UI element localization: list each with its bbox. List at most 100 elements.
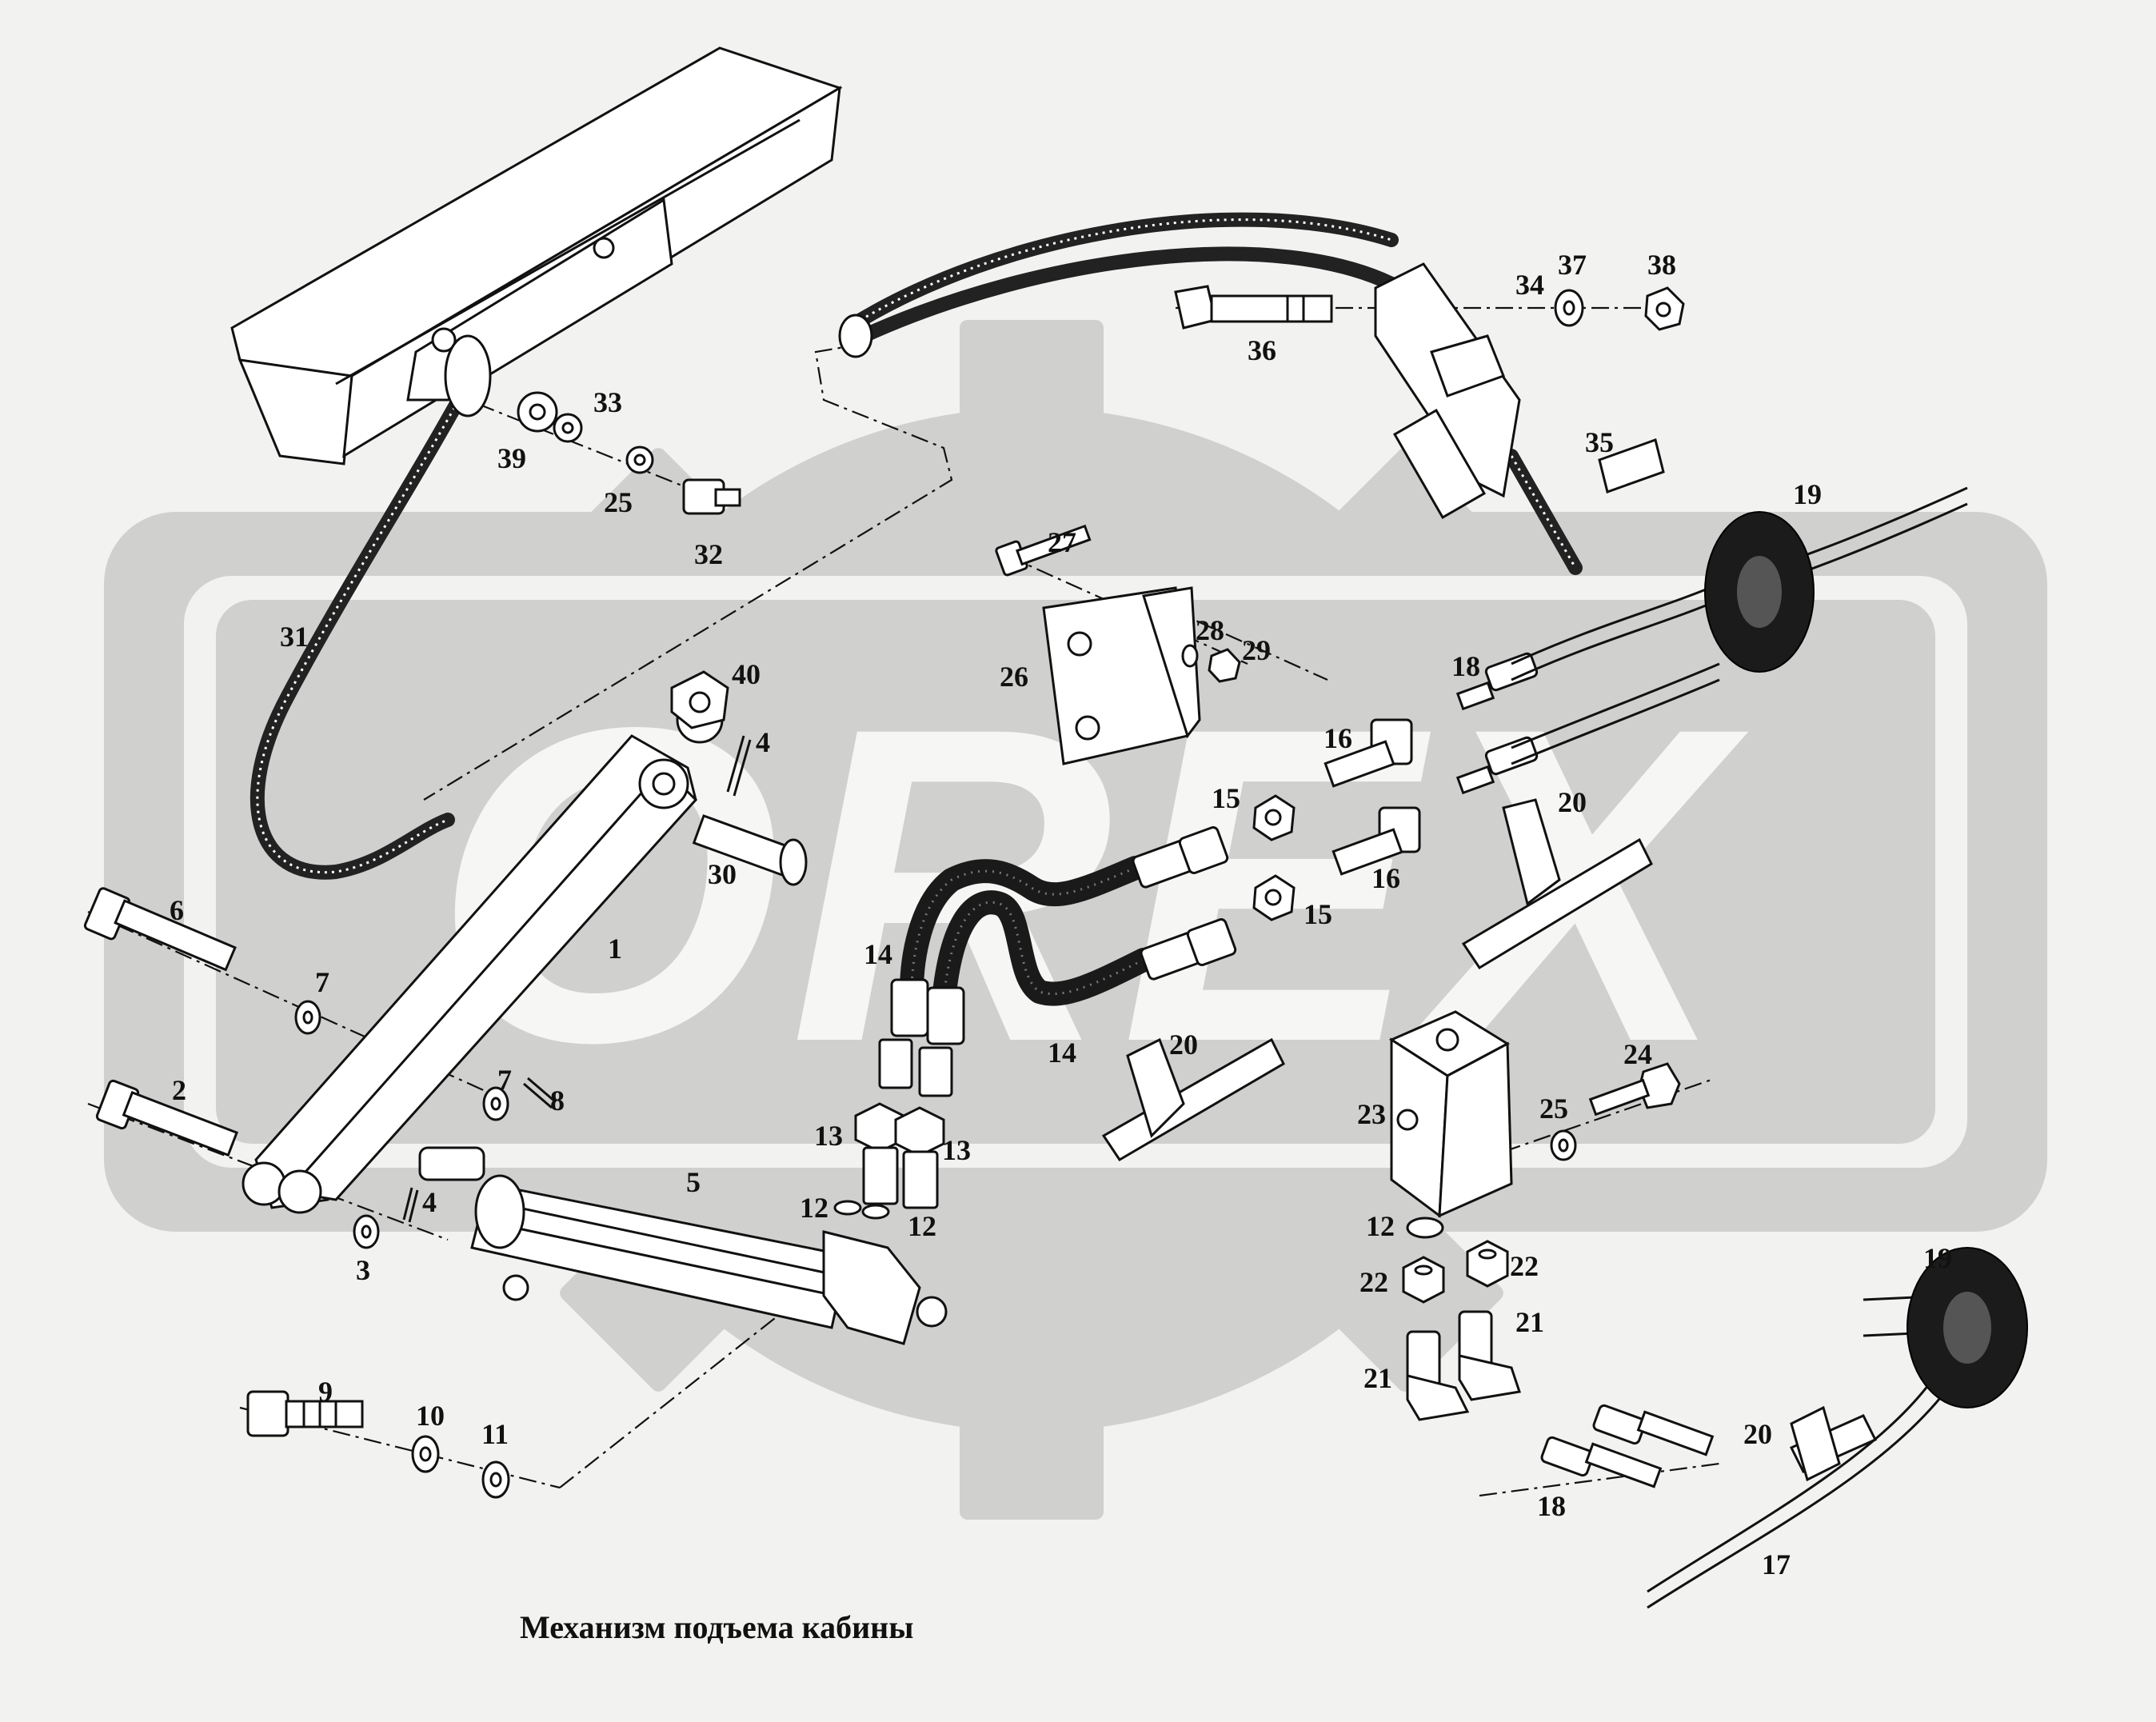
callout-28: 28 [1196, 614, 1224, 646]
callout-17: 17 [1762, 1548, 1791, 1580]
callout-26: 26 [1000, 661, 1028, 693]
callout-33: 33 [593, 386, 622, 418]
washer-33 [553, 413, 583, 443]
washer-28 [1181, 644, 1199, 668]
callout-34: 34 [1515, 269, 1544, 301]
callout-40: 40 [732, 658, 761, 690]
callout-27: 27 [1048, 526, 1076, 558]
callout-20-center: 20 [1169, 1029, 1198, 1061]
callout-18-upper: 18 [1451, 650, 1480, 682]
hydraulic-cylinder [418, 1146, 948, 1345]
lift-cable [250, 334, 492, 880]
clamp-20-bottom [1789, 1405, 1878, 1482]
callout-15-lower: 15 [1304, 898, 1332, 930]
elbow-21-left [1406, 1330, 1470, 1421]
callout-25-right: 25 [1539, 1093, 1568, 1125]
bolt-27 [995, 524, 1092, 577]
grommet-19-upper [1704, 511, 1815, 673]
nut-15-lower [1252, 874, 1296, 921]
callout-36: 36 [1248, 334, 1276, 366]
spacer-35 [1598, 438, 1665, 493]
callout-38: 38 [1647, 249, 1676, 281]
callout-12-right: 12 [908, 1210, 936, 1242]
bolt-6 [83, 887, 237, 972]
callout-10: 10 [416, 1400, 445, 1432]
bolt-9 [246, 1390, 364, 1437]
callout-31: 31 [280, 621, 309, 653]
callout-24: 24 [1623, 1038, 1652, 1070]
callout-9: 9 [318, 1376, 333, 1408]
callout-21-right: 21 [1515, 1306, 1544, 1338]
bolt-16-upper [1324, 718, 1413, 788]
bolt-36 [1174, 285, 1333, 330]
callout-6: 6 [170, 894, 184, 926]
fitting-13-left [854, 1102, 905, 1205]
hydraulic-hoses [878, 826, 1237, 1097]
callout-32: 32 [694, 538, 723, 570]
callout-14-upper: 14 [864, 938, 892, 970]
washer-10 [411, 1435, 440, 1473]
callout-14-lower: 14 [1048, 1037, 1076, 1069]
lock-washer-25-top [625, 445, 654, 474]
bolt-32 [682, 478, 741, 515]
cotter-pin-8 [523, 1077, 557, 1109]
callout-1: 1 [608, 933, 622, 965]
callout-19-lower: 19 [1923, 1242, 1952, 1274]
callout-21-left: 21 [1363, 1362, 1392, 1394]
clamp-20-center [1101, 1037, 1285, 1162]
callout-23: 23 [1357, 1098, 1386, 1130]
cotter-pin-4-bottom [402, 1187, 419, 1223]
washer-12-lower [1406, 1217, 1444, 1239]
callout-12-left: 12 [800, 1192, 828, 1224]
nut-29 [1208, 648, 1241, 683]
callout-11: 11 [481, 1418, 509, 1450]
callout-15-upper: 15 [1212, 782, 1240, 814]
washer-7-lower [482, 1086, 509, 1121]
callout-4-bottom: 4 [422, 1186, 437, 1218]
bolt-24 [1588, 1062, 1681, 1117]
callout-25-top: 25 [604, 486, 633, 518]
callout-30: 30 [708, 858, 737, 890]
callout-2: 2 [172, 1074, 186, 1106]
bracket-26 [1042, 586, 1201, 765]
callout-8: 8 [550, 1085, 565, 1117]
callout-22-right: 22 [1510, 1250, 1539, 1282]
callout-7-lower: 7 [497, 1064, 512, 1096]
nut-40 [670, 670, 729, 729]
washer-37 [1554, 289, 1584, 327]
callout-29: 29 [1242, 634, 1271, 666]
nut-15-upper [1252, 794, 1296, 841]
pin-30 [692, 814, 808, 886]
lock-washer-25-right [1550, 1129, 1577, 1161]
grommet-19-lower [1906, 1247, 2028, 1408]
callout-22-left: 22 [1359, 1266, 1388, 1298]
valve-block-23 [1388, 1010, 1513, 1218]
washer-11 [481, 1460, 510, 1499]
cotter-pin-4-top [726, 735, 752, 797]
fitting-18-lower [1540, 1404, 1715, 1488]
fitting-13-right [894, 1106, 945, 1209]
callout-7-upper: 7 [315, 966, 329, 998]
bolt-16-lower [1332, 806, 1421, 876]
callout-20-bottom: 20 [1743, 1418, 1772, 1450]
nut-38 [1644, 286, 1685, 331]
bolt-2 [95, 1079, 239, 1157]
washer-3 [353, 1214, 380, 1249]
callout-4-top: 4 [756, 726, 770, 758]
watermark-band-inner [184, 576, 1967, 1168]
lift-lever [242, 696, 724, 1214]
callout-13-left: 13 [814, 1120, 843, 1152]
washer-39 [517, 391, 558, 433]
callout-20-right: 20 [1558, 786, 1587, 818]
callout-12-lower: 12 [1366, 1210, 1395, 1242]
callout-3: 3 [356, 1254, 370, 1286]
clamp-20-right [1461, 798, 1653, 970]
callout-16-upper: 16 [1324, 722, 1352, 754]
cable-clamp-34 [1374, 262, 1521, 520]
nut-22-right [1466, 1240, 1509, 1288]
callout-37: 37 [1558, 249, 1587, 281]
callout-16-lower: 16 [1371, 862, 1400, 894]
elbow-21-right [1458, 1310, 1521, 1401]
